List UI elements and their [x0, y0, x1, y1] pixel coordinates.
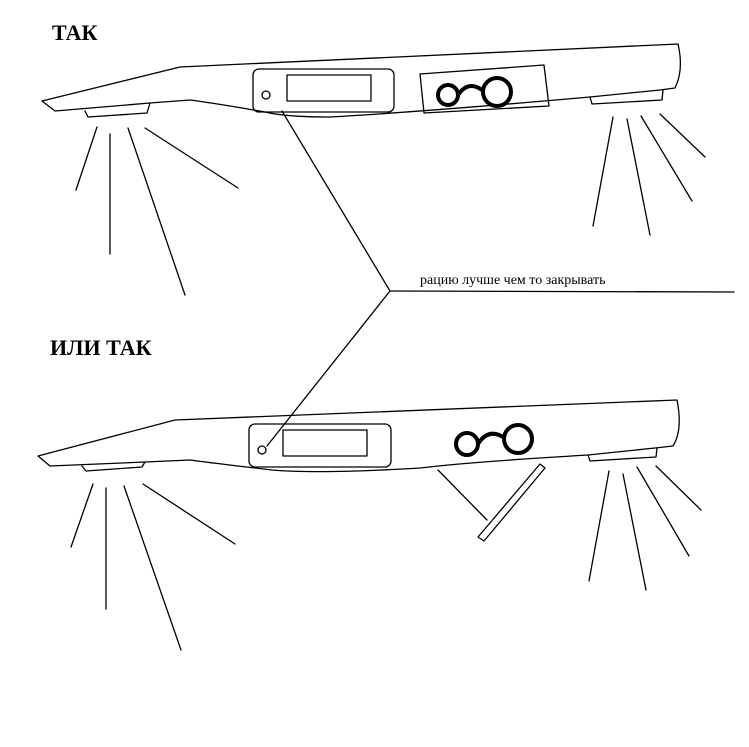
heading-top: ТАК [52, 20, 97, 45]
light-beams-bottom-rear [588, 465, 702, 591]
device-bottom [37, 399, 680, 542]
radio-knob-top [261, 90, 271, 100]
annotation-text: рацию лучше чем то закрывать [420, 273, 605, 288]
gauge-connector-bottom [476, 431, 505, 446]
radio-panel-top [252, 68, 395, 113]
radio-knob-bottom [257, 445, 267, 455]
heading-bottom: ИЛИ ТАК [50, 335, 152, 360]
light-beams-bottom-front [70, 483, 236, 651]
radio-display-top [286, 74, 372, 102]
gauge-left-top [436, 83, 460, 107]
gauge-right-bottom [502, 423, 534, 455]
rear-foot-bottom [587, 447, 658, 462]
rear-foot-top [589, 89, 664, 105]
device-top [41, 43, 682, 118]
annotation-leader [266, 110, 735, 447]
gauge-connector-top [456, 84, 484, 97]
device-body-outline-bottom [37, 399, 680, 473]
cover-hinge-arm [437, 469, 488, 521]
gauge-right-top [481, 76, 513, 108]
gauge-left-bottom [454, 431, 480, 457]
device-body-outline-top [41, 43, 682, 118]
radio-panel-bottom [248, 423, 392, 468]
front-foot-bottom [81, 461, 146, 472]
cover-flap [477, 463, 546, 542]
gauge-panel-top [419, 64, 550, 114]
light-beams-top-rear [592, 113, 706, 236]
light-beams-top-front [75, 126, 239, 296]
radio-display-bottom [282, 429, 368, 457]
front-foot-top [84, 102, 151, 118]
